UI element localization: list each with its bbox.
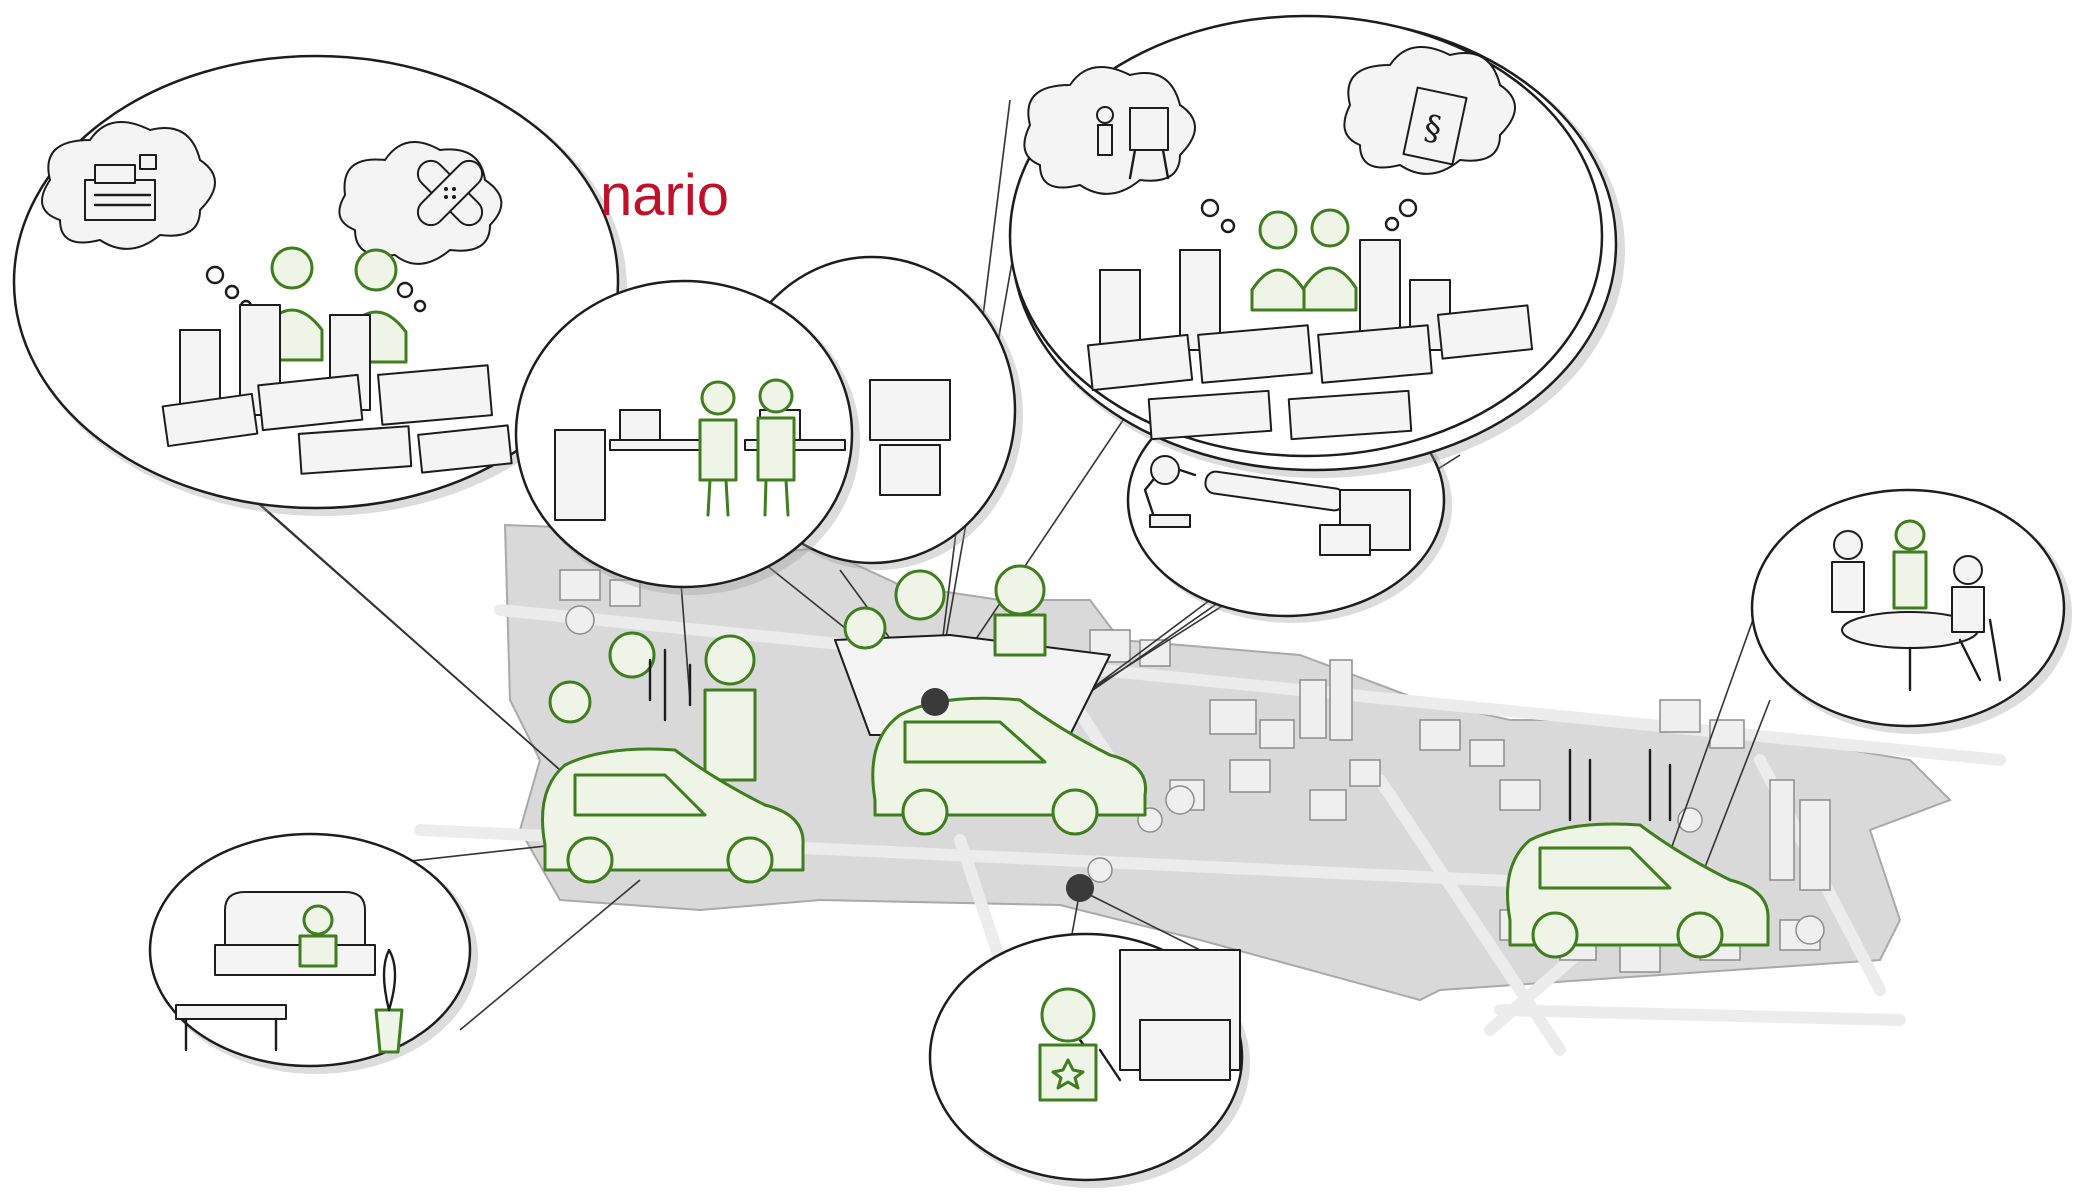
bandage-icon [416, 159, 484, 227]
childcare-bubble [928, 932, 1250, 1188]
money-stacks [161, 304, 513, 475]
family-figures-left [548, 631, 757, 782]
business-finance-bubble: § [1008, 14, 1625, 478]
home-office-bubble [148, 832, 478, 1074]
office-scene [554, 378, 846, 521]
conveyor-icon [1204, 470, 1411, 556]
law-book-icon: § [1402, 86, 1468, 166]
family-figures-middle [843, 564, 1047, 657]
office-bubble [514, 279, 860, 595]
map-marker-bottom [1066, 874, 1094, 902]
presenter-flipchart-icon [1096, 106, 1170, 180]
family-car-middle [834, 564, 1148, 836]
cash-register-icon [84, 154, 157, 221]
robot-arm-icon [1143, 455, 1197, 528]
family-car-left [541, 631, 805, 884]
map-marker-center [921, 688, 949, 716]
family-finance-bubble [12, 54, 627, 516]
car-right [1506, 748, 1770, 959]
meeting-bubble [1750, 488, 2072, 734]
business-money-stacks [1086, 239, 1534, 441]
scenario-title: nario [600, 163, 729, 228]
